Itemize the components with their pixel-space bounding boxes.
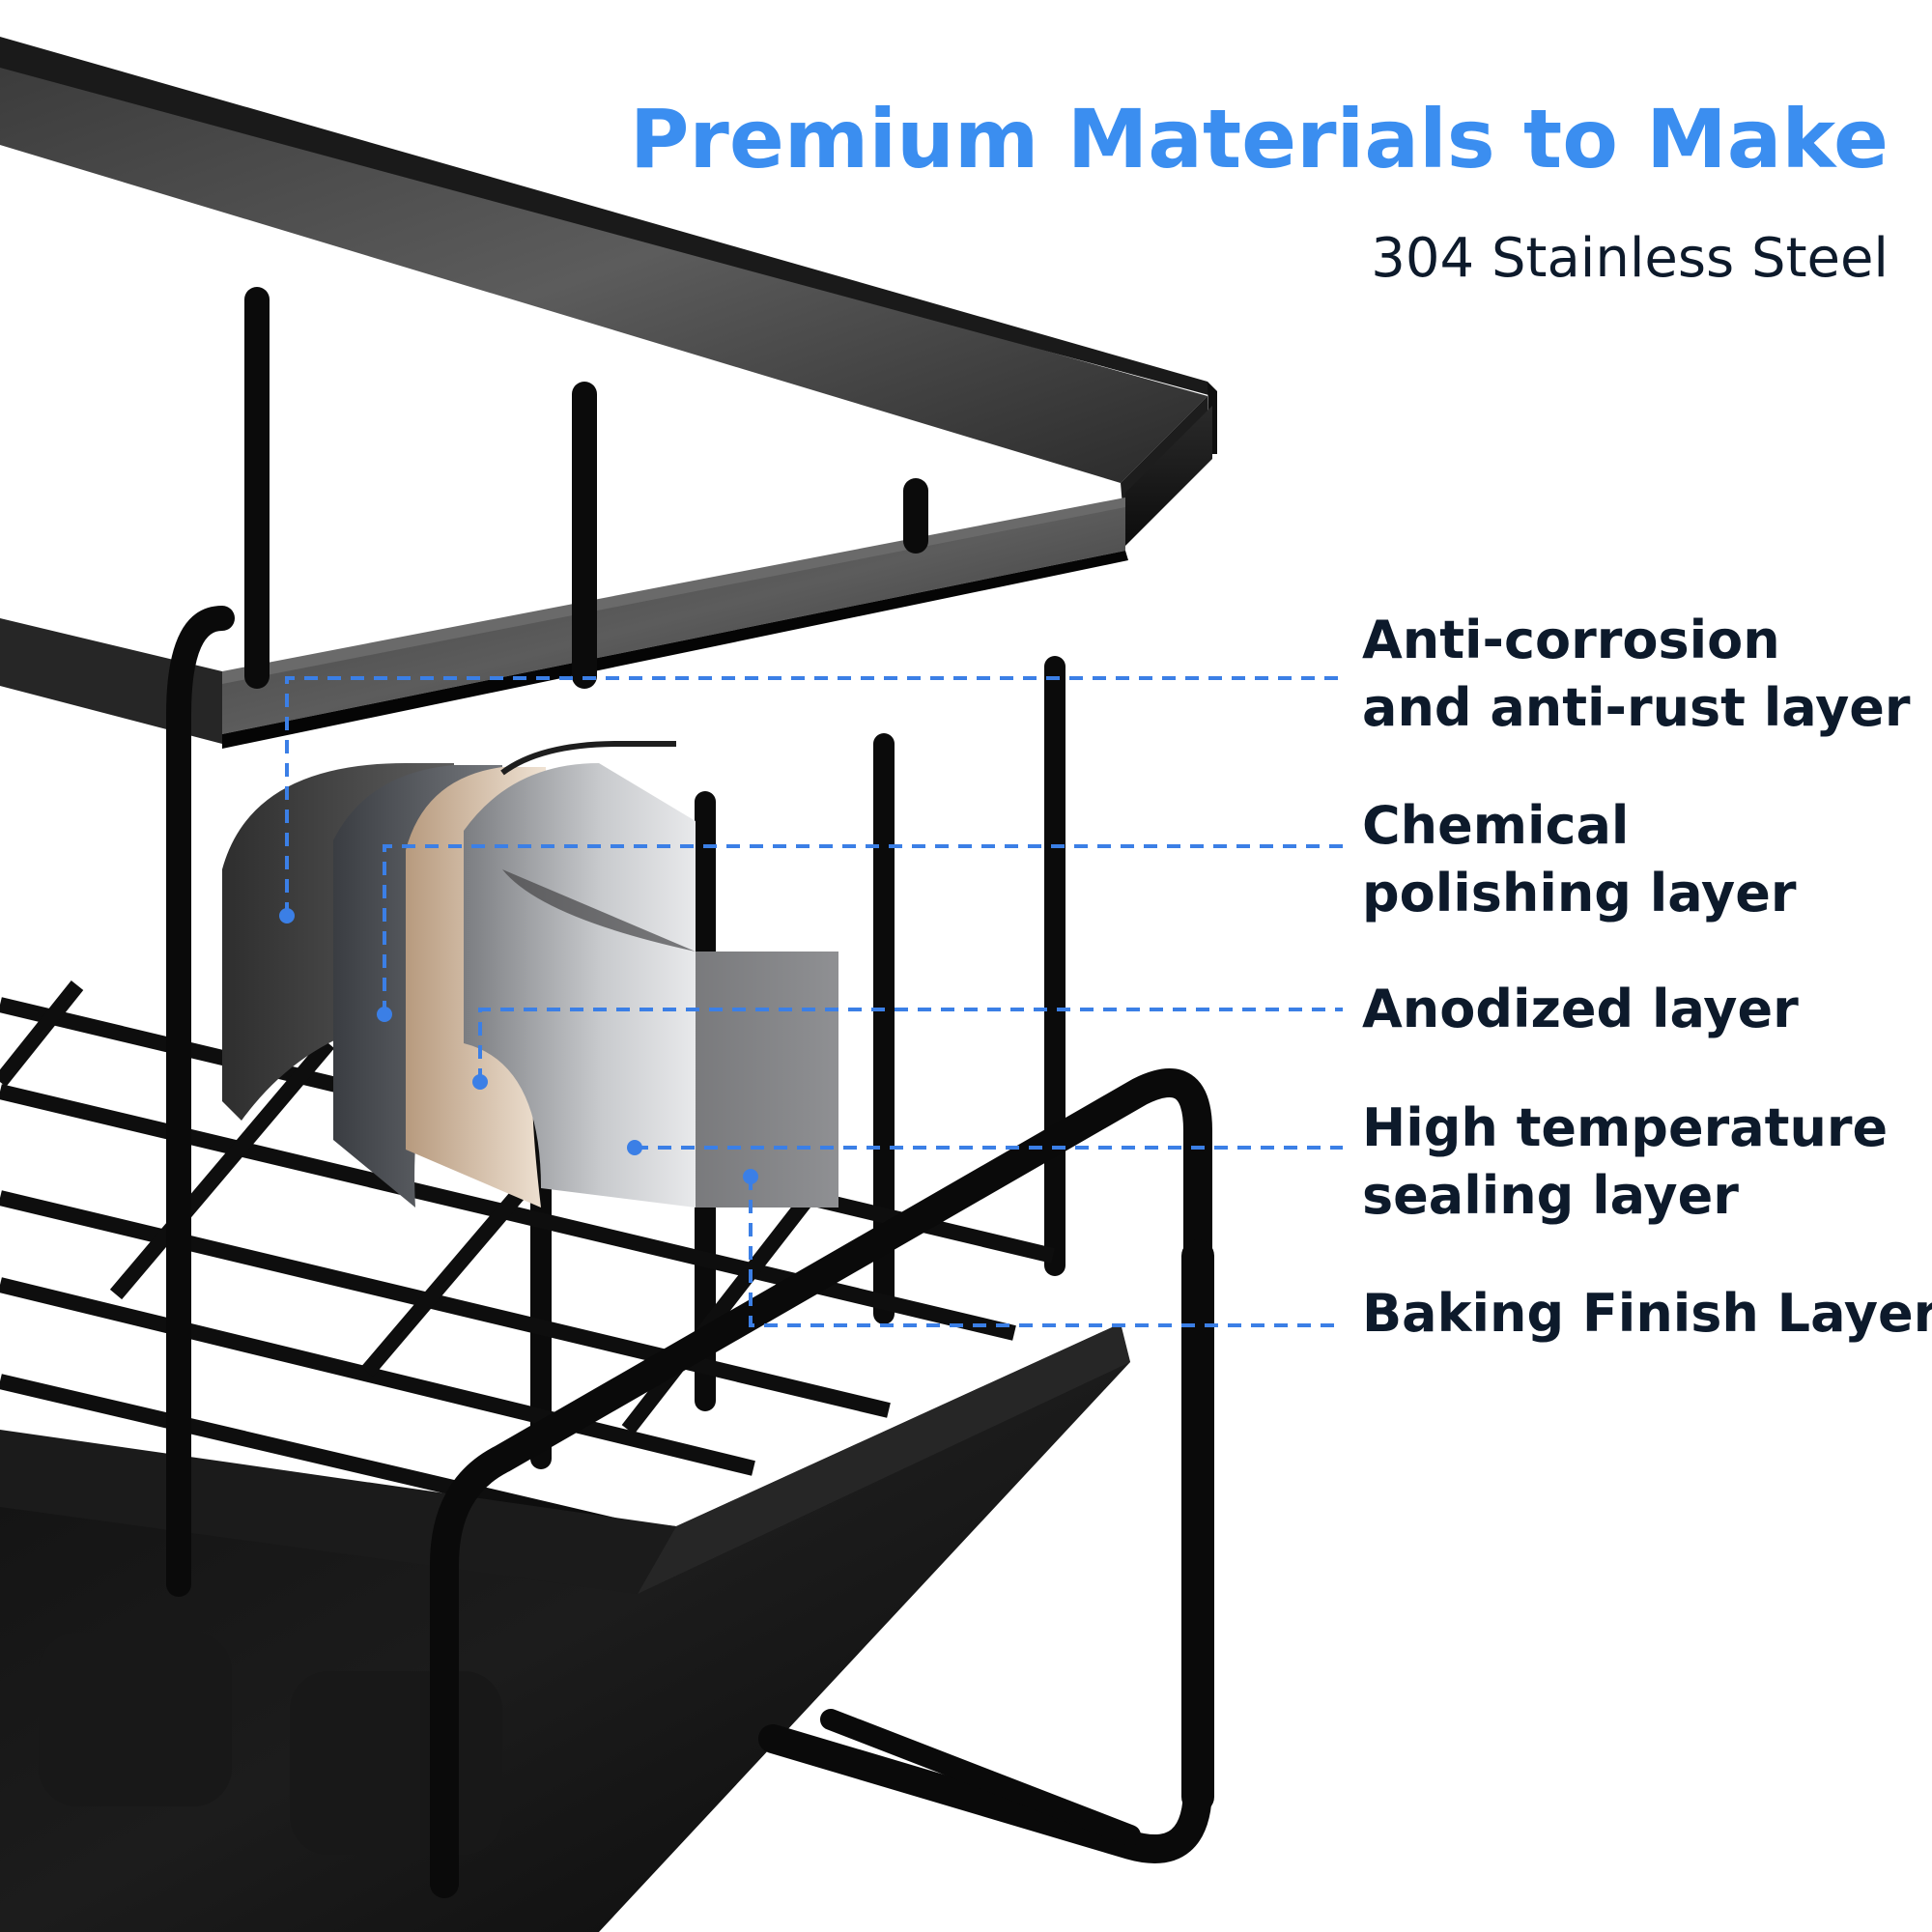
layer-label-line: Baking Finish Layer: [1362, 1283, 1932, 1344]
rack-drip-tray: [0, 1323, 1130, 1932]
rack-wires: [244, 287, 1065, 1469]
leader-dots: [279, 908, 758, 1184]
layer-label-line: High temperature: [1362, 1097, 1889, 1158]
layer-label-anti-corrosion: Anti-corrosion and anti-rust layer: [1362, 607, 1911, 742]
layer-label-line: Chemical: [1362, 795, 1630, 856]
material-layer-strips: [222, 741, 838, 1208]
rack-handle: [166, 606, 1214, 1898]
layer-label-line: polishing layer: [1362, 863, 1797, 923]
layer-label-high-temperature-sealing: High temperature sealing layer: [1362, 1094, 1888, 1230]
leader-lines: [285, 676, 1343, 1327]
layer-label-line: sealing layer: [1362, 1165, 1739, 1226]
rack-wire-grid: [0, 980, 1055, 1534]
layer-label-baking-finish: Baking Finish Layer: [1362, 1280, 1932, 1348]
page-title: Premium Materials to Make: [629, 92, 1889, 186]
layer-label-line: Anodized layer: [1362, 979, 1799, 1039]
layer-label-chemical-polishing: Chemical polishing layer: [1362, 792, 1797, 927]
layer-label-anodized: Anodized layer: [1362, 976, 1799, 1043]
layer-label-line: and anti-rust layer: [1362, 677, 1911, 738]
page-subtitle: 304 Stainless Steel: [1371, 227, 1889, 290]
layer-label-line: Anti-corrosion: [1362, 610, 1780, 670]
